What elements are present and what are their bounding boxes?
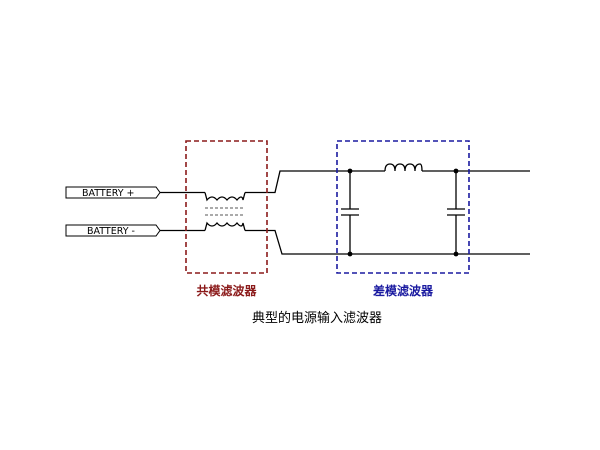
differential-mode-filter-box: [336, 140, 470, 274]
wire-bottom-rail: [245, 229, 530, 255]
battery-positive-label: BATTERY +: [82, 188, 135, 199]
common-mode-choke-icon: [204, 192, 246, 231]
battery-positive-tag: BATTERY +: [65, 186, 161, 199]
battery-negative-tag: BATTERY -: [65, 224, 161, 237]
differential-mode-filter-label: 差模滤波器: [372, 283, 434, 298]
diagram-caption: 典型的电源输入滤波器: [252, 310, 382, 326]
capacitor-1-icon: [341, 168, 359, 257]
inductor-icon: [384, 163, 423, 173]
common-mode-filter-label: 共模滤波器: [196, 283, 257, 298]
capacitor-2-icon: [447, 168, 465, 257]
wire-top-rail: [245, 170, 530, 194]
battery-negative-label: BATTERY -: [87, 226, 135, 237]
common-mode-filter-box: [185, 140, 268, 274]
